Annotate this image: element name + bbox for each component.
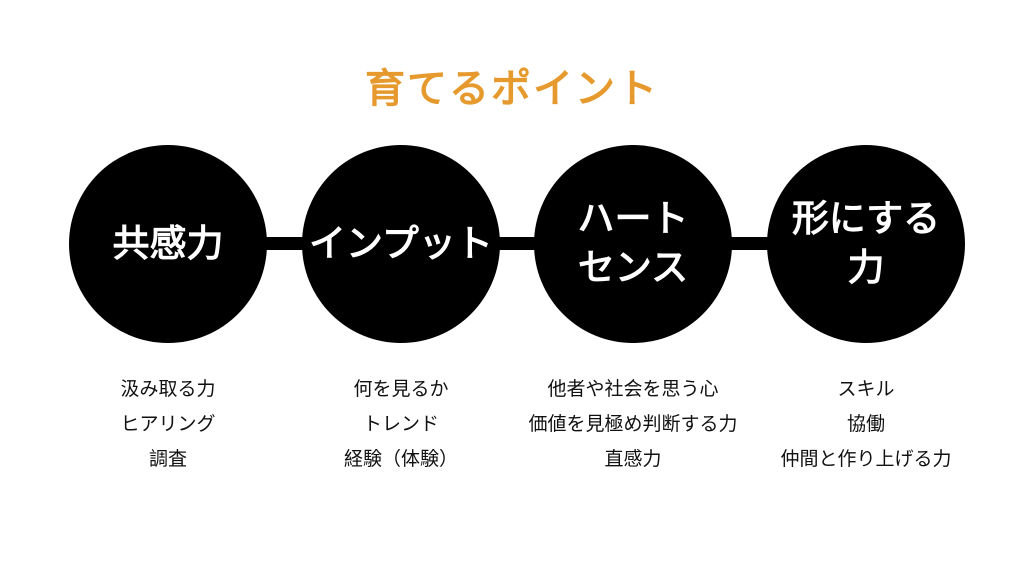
detail-item: 何を見るか — [353, 378, 449, 400]
detail-item: 他者や社会を思う心 — [547, 378, 719, 400]
detail-item: 調査 — [148, 448, 187, 470]
detail-item: 仲間と作り上げる力 — [780, 448, 952, 470]
detail-item: 協働 — [846, 413, 885, 435]
point-circle-3: ハート センス — [534, 145, 732, 343]
point-details-1: 汲み取る力 ヒアリング 調査 — [38, 372, 298, 477]
detail-item: トレンド — [362, 413, 439, 435]
detail-item: 価値を見極め判断する力 — [528, 413, 738, 435]
point-details-2: 何を見るか トレンド 経験（体験） — [271, 372, 531, 477]
point-details-3: 他者や社会を思う心 価値を見極め判断する力 直感力 — [503, 372, 763, 477]
point-details-4: スキル 協働 仲間と作り上げる力 — [736, 372, 996, 477]
page-title: 育てるポイント — [365, 66, 659, 112]
detail-item: 直感力 — [604, 448, 662, 470]
detail-item: ヒアリング — [120, 413, 216, 435]
point-circle-2: インプット — [302, 145, 500, 343]
point-circle-1: 共感力 — [69, 145, 267, 343]
detail-item: スキル — [837, 378, 895, 400]
detail-item: 汲み取る力 — [120, 378, 216, 400]
point-circle-4: 形にする 力 — [767, 145, 965, 343]
detail-item: 経験（体験） — [343, 448, 458, 470]
